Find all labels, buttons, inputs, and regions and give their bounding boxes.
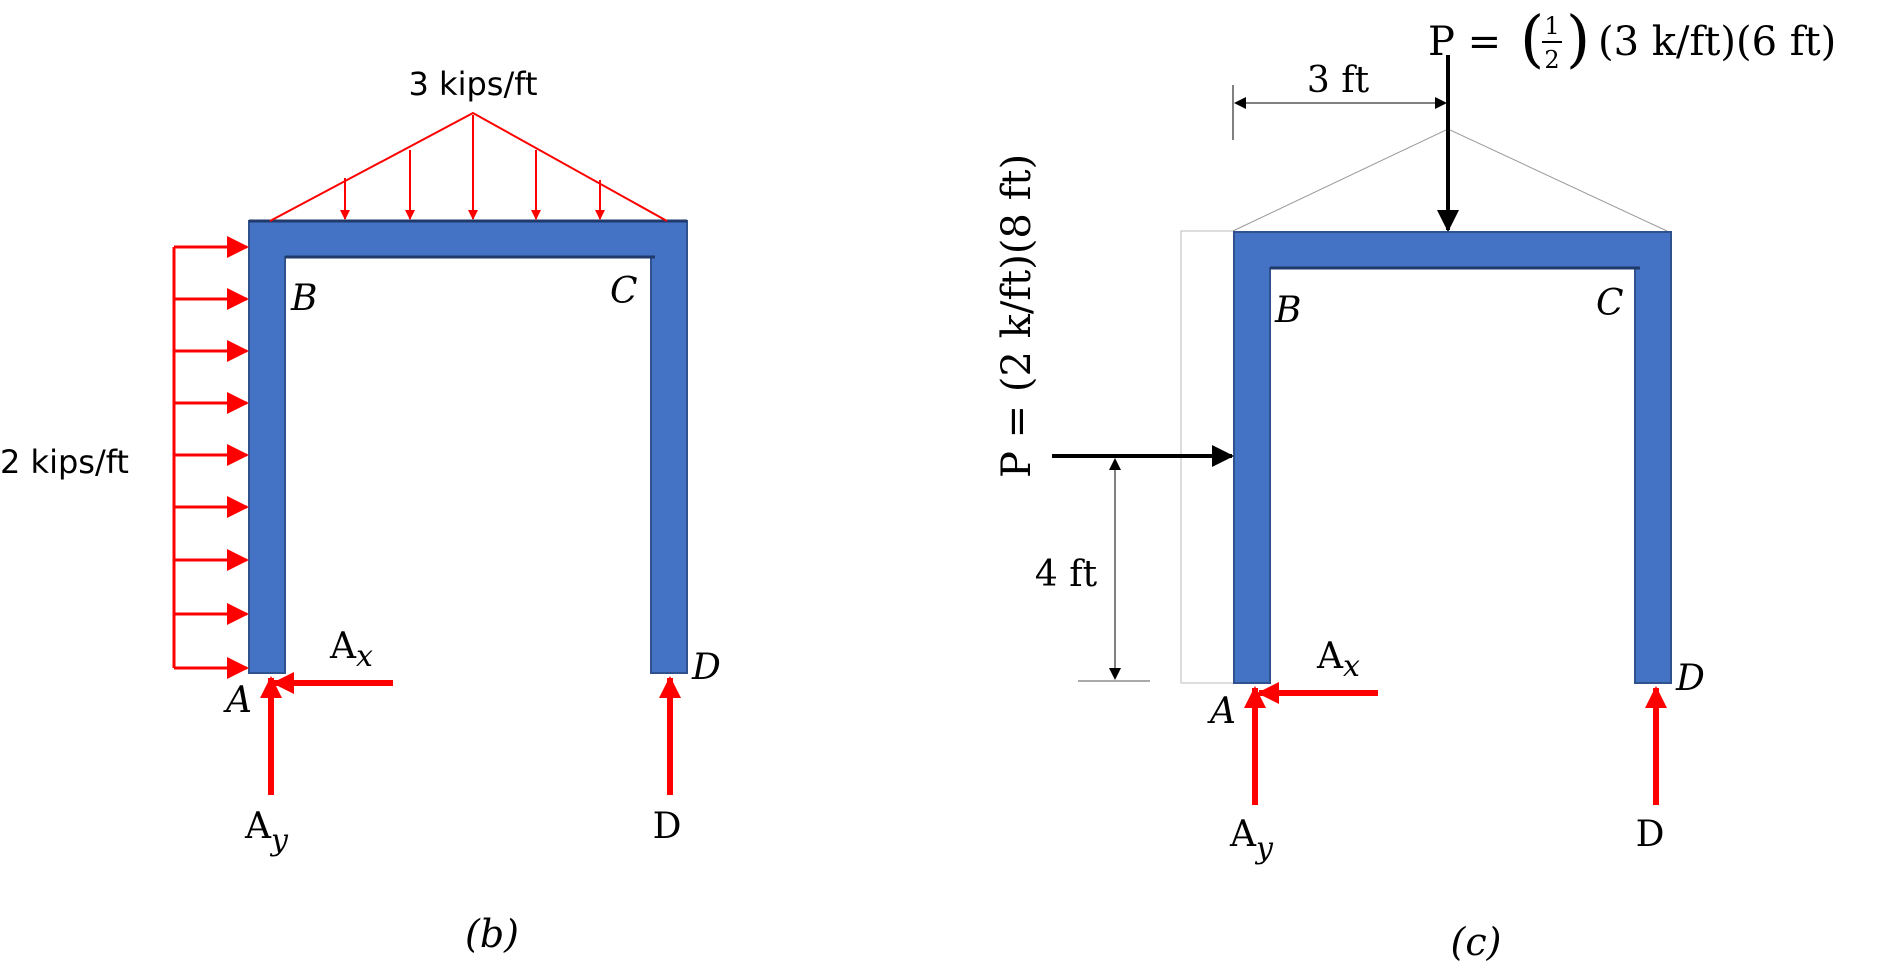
- top-resultant-label-c: P = ( 1 2 ) (3 k/ft)(6 ft): [1428, 2, 1836, 75]
- reaction-ax-label-b: Ax: [329, 626, 373, 674]
- joint-a-label-b: A: [223, 680, 252, 721]
- half-left-paren: (: [1520, 2, 1544, 75]
- joint-b-label-c: B: [1274, 290, 1301, 331]
- caption-b: (b): [465, 912, 519, 956]
- svg-text:P =: P =: [1428, 19, 1501, 65]
- reaction-ay-label-b: Ay: [244, 806, 289, 858]
- figure-c: P = ( 1 2 ) (3 k/ft)(6 ft) 3 ft P = (2 k…: [994, 2, 1836, 964]
- svg-text:1: 1: [1544, 12, 1559, 40]
- dim-3ft-label: 3 ft: [1307, 60, 1370, 101]
- top-load-label-b: 3 kips/ft: [409, 65, 538, 103]
- joint-c-label-c: C: [1596, 283, 1624, 324]
- joint-d-label-c: D: [1675, 658, 1705, 699]
- half-right-paren: ): [1566, 2, 1590, 75]
- caption-c: (c): [1451, 920, 1502, 964]
- side-resultant-label-c: P = (2 k/ft)(8 ft): [994, 154, 1040, 478]
- svg-text:(3 k/ft)(6 ft): (3 k/ft)(6 ft): [1598, 19, 1836, 65]
- joint-a-label-c: A: [1207, 691, 1236, 732]
- reaction-ax-label-c: Ax: [1316, 636, 1360, 684]
- joint-c-label-b: C: [610, 271, 638, 312]
- dim-4ft-label: 4 ft: [1035, 554, 1098, 595]
- reaction-ay-label-c: Ay: [1229, 814, 1274, 866]
- reaction-d-label-c: D: [1636, 814, 1665, 855]
- figure-b: 3 kips/ft 2 kips/ft B C A D Ax Ay D (b): [0, 65, 721, 956]
- uniform-load-b: [172, 236, 249, 679]
- side-load-label-b: 2 kips/ft: [0, 443, 129, 481]
- reaction-d-label-b: D: [653, 806, 682, 847]
- joint-b-label-b: B: [290, 278, 317, 319]
- triangular-load-b: [269, 111, 668, 222]
- svg-text:2: 2: [1544, 46, 1559, 74]
- joint-d-label-b: D: [691, 647, 721, 688]
